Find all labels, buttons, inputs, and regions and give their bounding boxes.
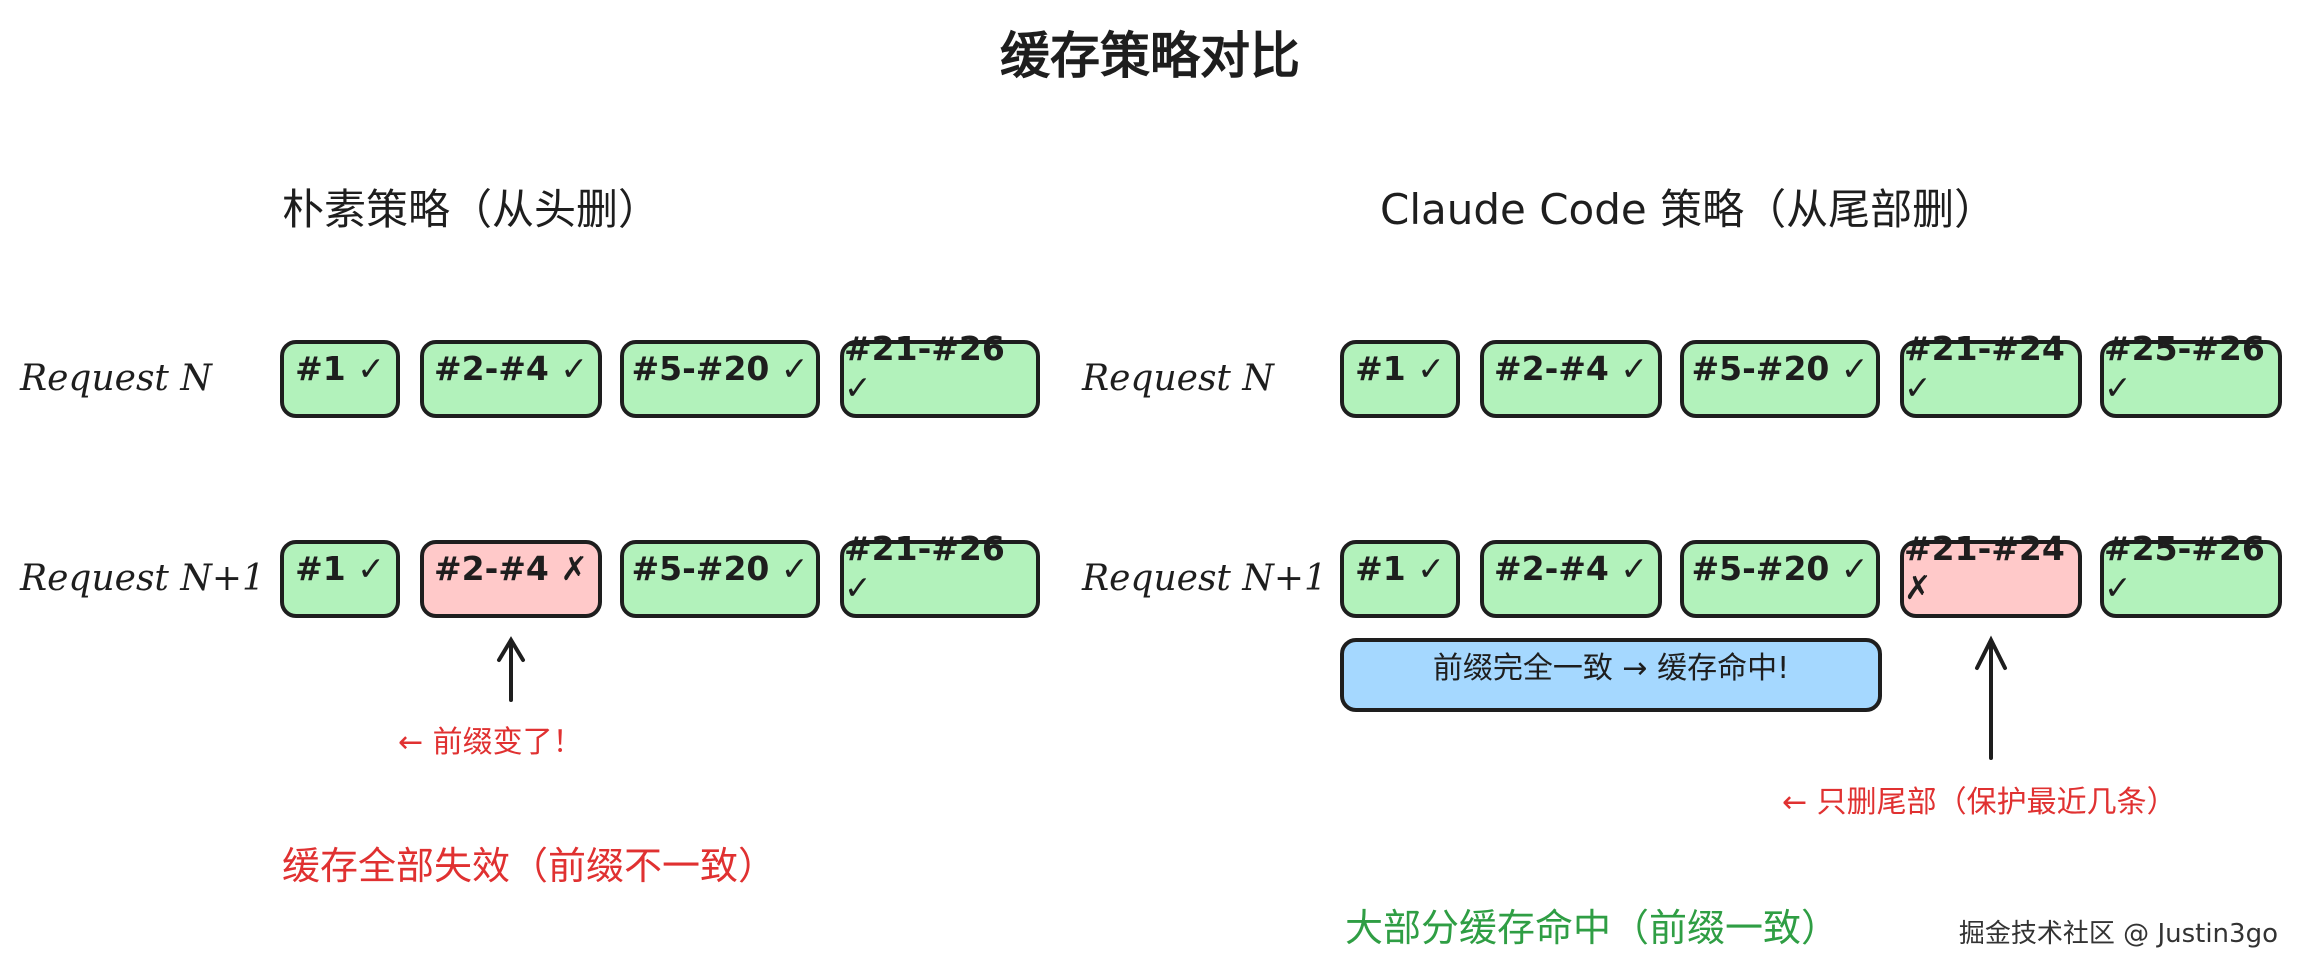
right-n1-block-4-miss: #21-#24 ✗ bbox=[1900, 529, 2082, 618]
left-n-block-1: #1 ✓ bbox=[280, 340, 400, 418]
left-n-block-4: #21-#26 ✓ bbox=[840, 329, 1040, 418]
left-n-block-3: #5-#20 ✓ bbox=[620, 340, 820, 418]
left-n1-block-4: #21-#26 ✓ bbox=[840, 529, 1040, 618]
right-heading: Claude Code 策略（从尾部删） bbox=[1380, 185, 1997, 234]
right-n1-block-3: #5-#20 ✓ bbox=[1680, 540, 1880, 618]
left-n1-block-1: #1 ✓ bbox=[280, 540, 400, 618]
left-row-n-label: Request N bbox=[20, 358, 212, 399]
right-n-block-5: #25-#26 ✓ bbox=[2100, 329, 2282, 418]
right-row-n1-label: Request N+1 bbox=[1082, 558, 1327, 599]
left-annotation: ← 前缀变了！ bbox=[398, 725, 583, 760]
left-heading: 朴素策略（从头删） bbox=[282, 185, 661, 234]
right-n1-block-5: #25-#26 ✓ bbox=[2100, 529, 2282, 618]
right-n-block-4: #21-#24 ✓ bbox=[1900, 329, 2082, 418]
right-result: 大部分缓存命中（前缀一致） bbox=[1345, 906, 1840, 950]
right-annotation: ← 只删尾部（保护最近几条） bbox=[1782, 785, 2177, 820]
right-n1-block-1: #1 ✓ bbox=[1340, 540, 1460, 618]
left-result: 缓存全部失效（前缀不一致） bbox=[282, 844, 777, 888]
right-n-block-3: #5-#20 ✓ bbox=[1680, 340, 1880, 418]
left-up-arrow-icon bbox=[497, 636, 525, 702]
left-n1-block-3: #5-#20 ✓ bbox=[620, 540, 820, 618]
right-n-block-2: #2-#4 ✓ bbox=[1480, 340, 1662, 418]
watermark: 掘金技术社区 @ Justin3go bbox=[1958, 919, 2278, 949]
left-n1-block-2-miss: #2-#4 ✗ bbox=[420, 540, 602, 618]
right-up-arrow-icon bbox=[1975, 635, 2007, 760]
left-n-block-2: #2-#4 ✓ bbox=[420, 340, 602, 418]
prefix-hit-bar: 前缀完全一致 → 缓存命中! bbox=[1340, 638, 1882, 712]
diagram-title: 缓存策略对比 bbox=[1000, 27, 1300, 85]
right-row-n-label: Request N bbox=[1082, 358, 1274, 399]
left-row-n1-label: Request N+1 bbox=[20, 558, 265, 599]
right-n1-block-2: #2-#4 ✓ bbox=[1480, 540, 1662, 618]
right-n-block-1: #1 ✓ bbox=[1340, 340, 1460, 418]
